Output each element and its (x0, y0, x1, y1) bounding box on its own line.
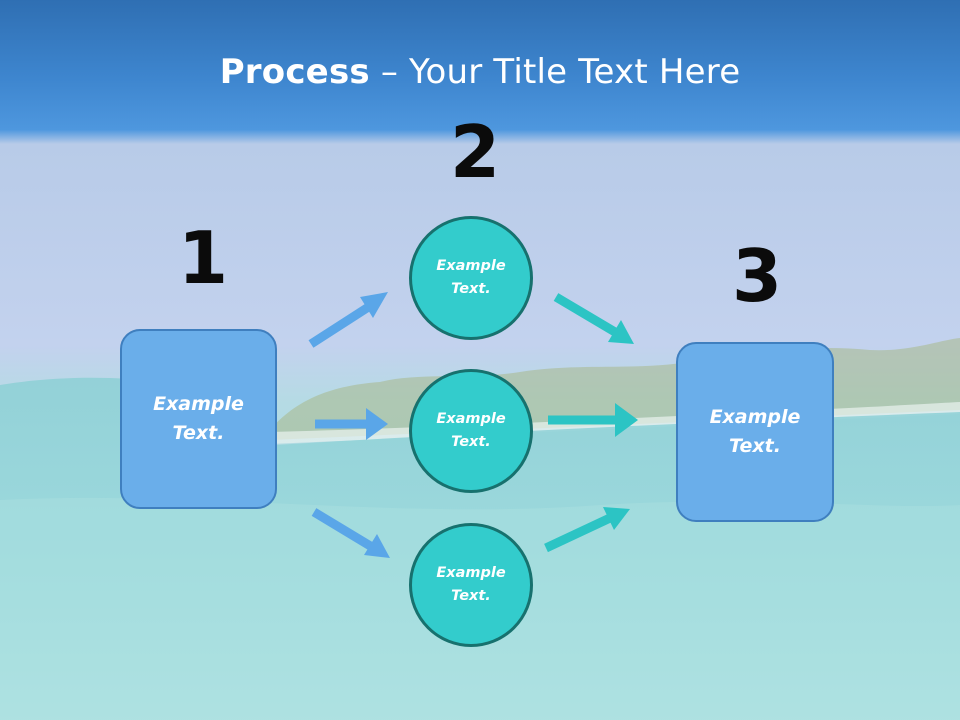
title-rest: – Your Title Text Here (369, 52, 741, 92)
title-bold: Process (219, 52, 370, 92)
left-process-box: Example Text. (120, 329, 277, 509)
step-number-3: 3 (732, 234, 783, 318)
right-box-line-2: Text. (729, 435, 781, 457)
circle-middle-line-2: Text. (451, 434, 491, 450)
process-circle-middle: Example Text. (409, 369, 533, 493)
left-box-text: Example Text. (153, 390, 244, 448)
circle-bottom-line-2: Text. (451, 588, 491, 604)
step-number-1: 1 (178, 216, 229, 300)
right-process-box: Example Text. (676, 342, 834, 522)
right-box-text: Example Text. (710, 403, 801, 461)
left-box-line-1: Example (153, 393, 244, 415)
process-circle-bottom: Example Text. (409, 523, 533, 647)
process-circle-top: Example Text. (409, 216, 533, 340)
step-number-2: 2 (450, 110, 501, 194)
circle-middle-line-1: Example (436, 411, 506, 427)
arrow-top-to-right (553, 293, 618, 336)
arrow-bottom-to-right (544, 513, 612, 553)
circle-top-line-2: Text. (451, 281, 491, 297)
circle-top-line-1: Example (436, 258, 506, 274)
circle-bottom-line-1: Example (436, 565, 506, 581)
left-box-line-2: Text. (172, 422, 225, 444)
right-box-line-1: Example (709, 406, 801, 428)
arrow-left-to-bottom (311, 508, 375, 551)
slide-title: Process – Your Title Text Here (0, 52, 960, 92)
arrow-left-to-top (308, 302, 373, 348)
